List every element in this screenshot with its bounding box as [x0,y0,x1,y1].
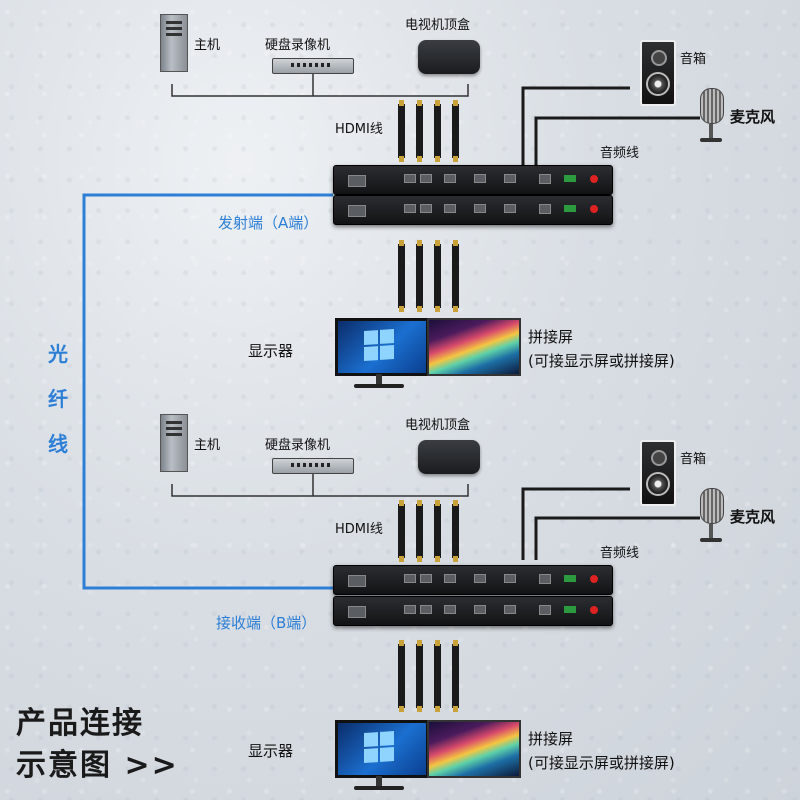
source-bracket-top [171,84,469,97]
host-label: 主机 [194,38,221,53]
speaker-label: 音箱 [680,452,707,467]
dvr-icon [272,58,354,74]
title-line-2: 示意图 >> [16,748,179,783]
dvr-label: 硬盘录像机 [265,38,331,53]
monitor-icon [335,318,429,376]
monitor-neck [376,776,382,786]
video-wall-note: (可接显示屏或拼接屏) [528,352,675,370]
video-wall-note: (可接显示屏或拼接屏) [528,754,675,772]
receiver-unit-2 [333,596,613,626]
audio-cable-bottom-1 [521,487,630,560]
transmitter-unit-1 [333,165,613,195]
stb-label: 电视机顶盒 [405,418,471,433]
video-wall-label: 拼接屏 [528,328,574,346]
title-line-1: 产品连接 [16,706,144,741]
receiver-label: 接收端（B端） [216,614,317,632]
monitor-icon [335,720,429,778]
set-top-box-icon [418,40,480,74]
hdmi-cables-top-in [398,100,459,162]
hdmi-label: HDMI线 [335,522,383,537]
audio-cable-top-2 [534,116,700,165]
hdmi-label: HDMI线 [335,122,383,137]
audio-cable-label: 音频线 [600,546,640,561]
transmitter-unit-2 [333,195,613,225]
hdmi-cables-bottom-in [398,500,459,562]
fiber-label-2: 纤 [48,387,68,411]
source-bracket-bottom [171,484,469,497]
monitor-label: 显示器 [248,742,294,760]
stb-label: 电视机顶盒 [405,18,471,33]
transmitter-label: 发射端（A端） [218,214,319,232]
set-top-box-icon [418,440,480,474]
video-wall-icon [427,318,521,376]
monitor-stand [354,786,404,790]
monitor-label: 显示器 [248,342,294,360]
monitor-neck [376,374,382,384]
video-wall-label: 拼接屏 [528,730,574,748]
fiber-label-3: 线 [48,432,68,456]
mic-label: 麦克风 [730,508,776,526]
speaker-icon [640,440,676,506]
host-label: 主机 [194,438,221,453]
microphone-icon [700,88,724,142]
mic-label: 麦克风 [730,108,776,126]
host-pc-icon [160,414,188,472]
fiber-label-1: 光 [48,342,68,366]
dvr-icon [272,458,354,474]
dvr-label: 硬盘录像机 [265,438,331,453]
speaker-icon [640,40,676,106]
audio-cable-label: 音频线 [600,146,640,161]
microphone-icon [700,488,724,542]
audio-cable-bottom-2 [534,516,700,560]
hdmi-cables-bottom-out [398,640,459,712]
audio-cable-top-1 [521,86,630,165]
speaker-label: 音箱 [680,52,707,67]
monitor-stand [354,384,404,388]
receiver-unit-1 [333,565,613,595]
hdmi-cables-top-out [398,240,459,312]
fiber-line [82,193,333,590]
video-wall-icon [427,720,521,778]
host-pc-icon [160,14,188,72]
